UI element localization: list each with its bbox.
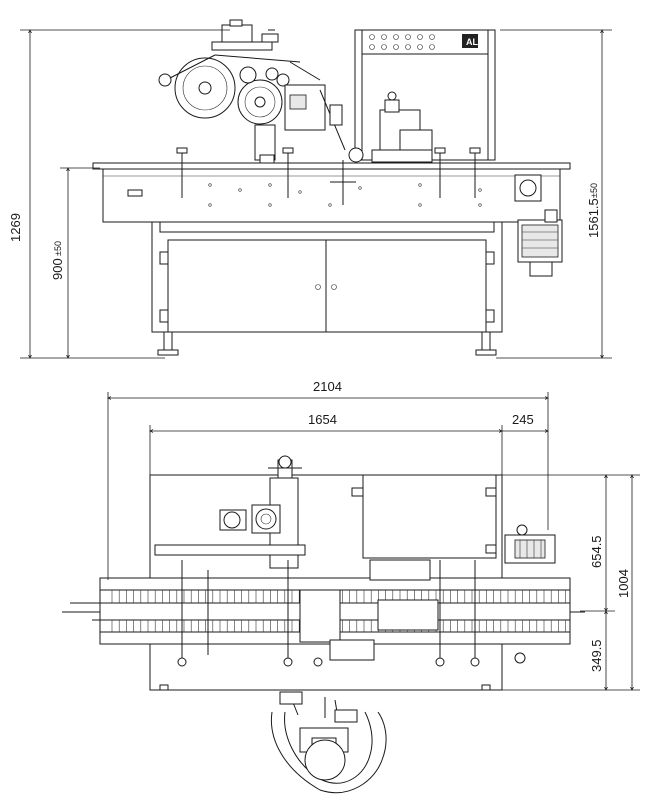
conveyor-table: [92, 147, 571, 223]
front-view-dimensions: 1269 900 ±50 1561.5 ±50: [8, 30, 612, 358]
drive-motor-top: [504, 524, 556, 564]
top-plan-view: 2104 1654 245 654.5 349.5 1004: [62, 379, 640, 690]
dim-table-height: 900: [50, 258, 65, 280]
wrap-label-detail: [270, 691, 387, 794]
panel-logo: AL: [466, 37, 478, 47]
conveyor-belt-top: [62, 544, 585, 661]
printer-unit: [348, 91, 433, 163]
control-cabinet-top: [362, 474, 497, 559]
dim-table-length: 1654: [308, 412, 337, 427]
dim-height-total: 1269: [8, 213, 23, 242]
brand-logo-mark: [462, 34, 478, 48]
dim-outlet-height-tol: ±50: [589, 183, 599, 198]
dim-table-height-tol: ±50: [53, 241, 63, 256]
top-view-dimensions: 2104 1654 245 654.5 349.5 1004: [108, 379, 640, 690]
dim-outlet-height: 1561.5: [586, 198, 601, 238]
dim-overall-depth: 1004: [616, 569, 631, 598]
drive-motor: [517, 209, 563, 277]
dim-overall-length: 2104: [313, 379, 342, 394]
label-applicator-head: [158, 19, 346, 164]
dim-overhang: 245: [512, 412, 534, 427]
guide-posts-top: [177, 560, 526, 667]
front-elevation-view: AL: [8, 19, 612, 358]
base-cabinet: [151, 221, 503, 356]
dim-rear-depth: 654.5: [589, 535, 604, 568]
dim-front-depth: 349.5: [589, 639, 604, 672]
